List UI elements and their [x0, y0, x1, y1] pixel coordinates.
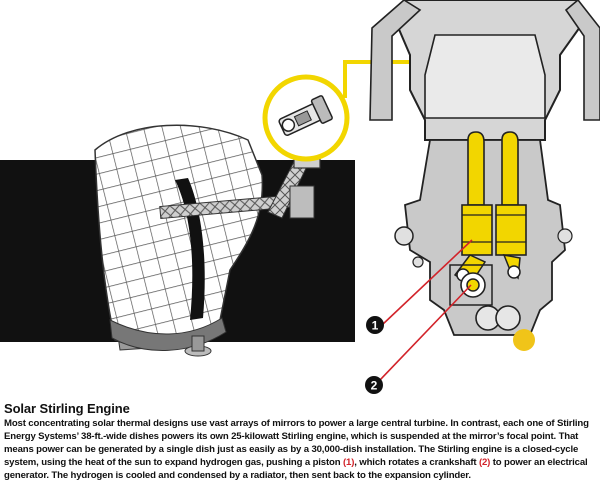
pedestal-post	[191, 335, 205, 352]
magnifier-callout	[262, 60, 440, 162]
piston-right	[495, 131, 527, 280]
caption-body-part-3: to power an electrical generator. The hy…	[4, 457, 588, 481]
callout-1-badge	[366, 316, 384, 334]
stirling-engine-cutaway	[369, 0, 600, 351]
side-bolt	[394, 226, 414, 246]
mirror-surface	[94, 124, 264, 347]
housing-right-arm	[564, 0, 600, 121]
crankshaft-housing	[449, 264, 493, 306]
crankshaft	[466, 278, 480, 292]
mini-engine-illustration	[278, 95, 333, 137]
piston-reference: (1)	[342, 457, 355, 468]
yellow-marker-dot	[513, 329, 535, 351]
side-bolt	[412, 256, 424, 268]
callout-2-number: 2	[371, 379, 378, 393]
callout-2-badge	[365, 376, 383, 394]
crankshaft-reference: (2)	[478, 457, 491, 468]
caption-body-part-1: Most concentrating solar thermal designs…	[4, 418, 589, 468]
callout-2: 2	[365, 284, 472, 394]
piston-left	[453, 131, 493, 287]
callout-1-line	[381, 239, 473, 326]
lower-cylinder	[495, 305, 521, 331]
callout-1-number: 1	[372, 319, 379, 333]
focal-engine-mount	[289, 185, 315, 219]
side-bolt	[557, 228, 573, 244]
callout-1: 1	[366, 239, 473, 334]
caption-body-part-2: , which rotates a crankshaft	[354, 457, 479, 468]
caption-title: Solar Stirling Engine	[4, 401, 130, 416]
magnifier-leader-line	[343, 60, 440, 98]
callout-2-line	[379, 284, 472, 381]
solar-stirling-diagram: 1 2	[0, 0, 600, 394]
housing-left-arm	[369, 0, 422, 121]
receiver-chamber	[424, 34, 546, 119]
caption-body: Most concentrating solar thermal designs…	[4, 417, 596, 482]
caption-block: Solar Stirling Engine Most concentrating…	[4, 401, 596, 482]
